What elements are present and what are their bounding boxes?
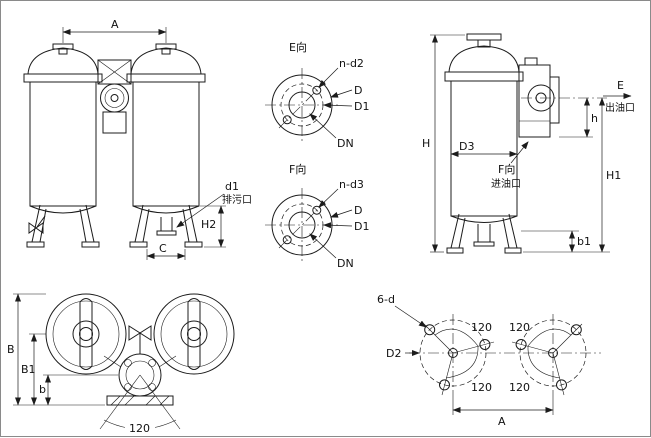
bolt-hole — [124, 359, 132, 367]
dim-b: B — [7, 293, 105, 406]
flange-view-e: E向 n-d2 D D1 DN — [265, 40, 369, 150]
bolt-hole — [439, 379, 450, 391]
dim-label-h-small: h — [591, 112, 598, 125]
bolt-hole — [515, 339, 527, 350]
bolt-hole — [282, 235, 292, 245]
drain-dim-label: d1 — [225, 180, 239, 193]
inlet-callout: F向 进油口 — [491, 141, 529, 190]
top-view: 120 B B1 b — [7, 293, 235, 435]
outlet-head — [518, 57, 607, 138]
holes-label-nd2: n-d2 — [339, 57, 364, 70]
hole-pattern-view: 120 120 120 120 6-d D2 A — [377, 293, 601, 428]
center-valve-assembly — [97, 59, 132, 134]
dim-label-b1: b1 — [577, 235, 591, 248]
bolt-hole — [479, 339, 491, 350]
dim-h-small: h — [559, 97, 598, 138]
dim-c: C — [146, 242, 186, 260]
bolt-hole — [570, 324, 582, 336]
left-vessel — [23, 43, 103, 248]
label-mask — [125, 421, 155, 434]
inlet-port-label: 进油口 — [491, 177, 521, 190]
outlet-callout: E 出油口 — [603, 79, 635, 114]
dim-b1-side: b1 — [521, 230, 591, 253]
angle-label-tr: 120 — [509, 321, 530, 334]
outlet-port-label: 出油口 — [605, 101, 635, 114]
dim-label-d1: D1 — [354, 220, 369, 233]
dim-h: H — [422, 34, 465, 253]
dim-label-h: H — [422, 137, 430, 150]
dim-b1: B1 — [21, 333, 46, 406]
dim-label-b1: B1 — [21, 363, 36, 376]
top-view-valve — [128, 325, 152, 354]
view-label-f: F向 — [289, 162, 306, 176]
dim-b-small: b — [39, 374, 118, 406]
dim-label-c: C — [159, 242, 167, 255]
side-view: H E — [422, 33, 635, 254]
dim-a-bottom: A — [452, 397, 554, 428]
d2-callout: D2 — [386, 347, 420, 360]
front-view-duplex-filter: A — [23, 18, 252, 260]
center-hole — [548, 348, 558, 358]
holes-label-6d: 6-d — [377, 293, 395, 306]
drain-valve-icon — [28, 222, 37, 234]
bolt-hole — [312, 85, 322, 95]
angle-label-bl: 120 — [471, 381, 492, 394]
top-view-right-vessel — [153, 293, 235, 375]
handwheel-icon — [100, 83, 129, 113]
bolt-hole — [556, 379, 567, 391]
bolt-hole — [148, 359, 156, 367]
top-view-base — [106, 395, 174, 406]
single-vessel — [444, 33, 524, 254]
bolt-hole — [312, 205, 322, 215]
dim-a-top: A — [62, 18, 167, 43]
angle-label-br: 120 — [509, 381, 530, 394]
dim-d3: D3 — [450, 140, 518, 157]
holes-callout: 6-d — [377, 293, 427, 328]
holes-label-nd3: n-d3 — [339, 178, 364, 191]
dim-label-d: D — [354, 84, 362, 97]
inlet-dir-label: F向 — [498, 162, 515, 176]
bolt-hole — [282, 115, 292, 125]
angle-label-120: 120 — [129, 422, 150, 435]
view-label-e: E向 — [289, 40, 307, 54]
dim-h2: H2 — [200, 205, 226, 248]
bolt-hole — [424, 324, 436, 336]
right-vessel — [126, 43, 206, 248]
drain-port-label: 排污口 — [222, 193, 252, 206]
dim-label-dn: DN — [337, 137, 354, 150]
angle-label-tl: 120 — [471, 321, 492, 334]
dim-label-dn: DN — [337, 257, 354, 270]
dim-label-b-small: b — [39, 383, 46, 396]
dim-label-b: B — [7, 343, 15, 356]
dim-label-a-bottom: A — [498, 415, 506, 428]
dim-label-a: A — [111, 18, 119, 31]
dim-label-d3: D3 — [459, 140, 474, 153]
dim-label-d1: D1 — [354, 100, 369, 113]
bolt-hole — [124, 383, 132, 391]
dim-label-h2: H2 — [201, 218, 216, 231]
dim-label-h1: H1 — [606, 169, 621, 182]
bolt-hole — [148, 383, 156, 391]
dim-label-d: D — [354, 204, 362, 217]
flange-view-f: F向 n-d3 D D1 DN — [265, 162, 369, 270]
angle-120-callout: 120 — [99, 374, 181, 435]
drain-port-callout: d1 排污口 — [176, 180, 252, 228]
dim-label-d2: D2 — [386, 347, 401, 360]
outlet-dir-label: E — [617, 79, 624, 92]
dim-h1: H1 — [523, 97, 621, 253]
top-view-left-vessel — [45, 293, 127, 375]
center-hole — [448, 348, 458, 358]
